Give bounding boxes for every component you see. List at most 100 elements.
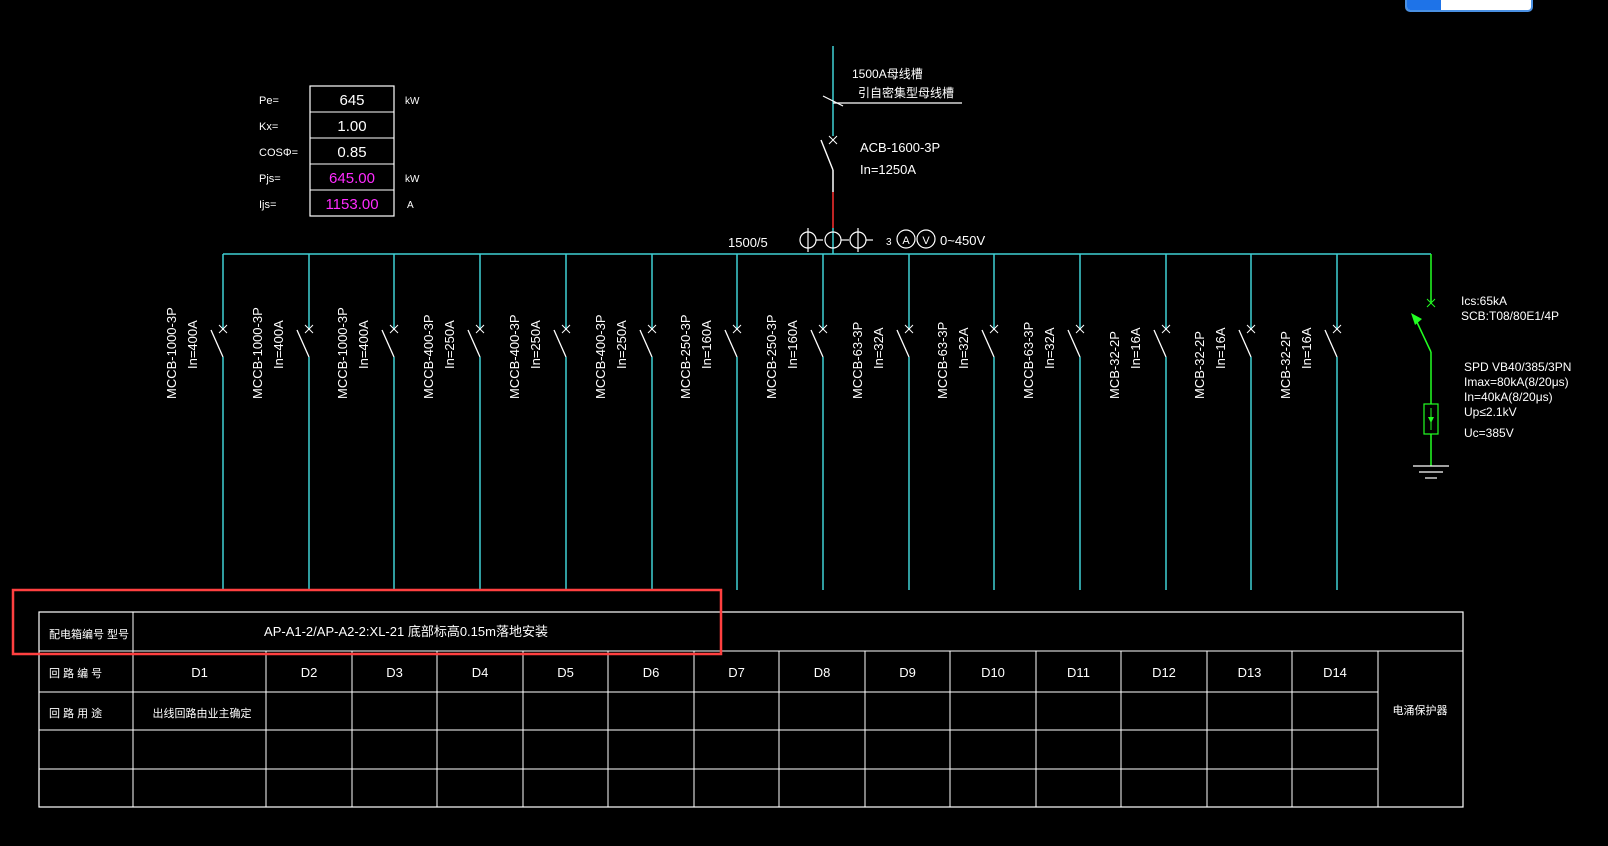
circuit-id-D7: D7: [728, 665, 745, 680]
breaker-contact: [724, 329, 738, 358]
feeder-breaker-rating: In=160A: [785, 320, 800, 369]
feeder-2: MCCB-1000-3P In=400A: [250, 254, 314, 590]
first-circuit-use: 出线回路由业主确定: [153, 706, 252, 720]
chip-accent: [1407, 0, 1441, 10]
busway-source-label: 引自密集型母线槽: [858, 85, 954, 100]
param-box: [309, 85, 395, 217]
current-transformers: [799, 228, 873, 252]
acb-contact: [820, 139, 834, 171]
circuit-use-label: 回 路 用 途: [49, 706, 102, 720]
circuit-id-D6: D6: [643, 665, 660, 680]
circuit-table: 配电箱编号 型号 AP-A1-2/AP-A2-2:XL-21 底部标高0.15m…: [38, 611, 1464, 808]
breaker-contact: [381, 329, 395, 358]
circuit-id-D2: D2: [301, 665, 318, 680]
circuit-id-D4: D4: [472, 665, 489, 680]
feeder-9: MCCB-63-3P In=32A: [850, 254, 914, 590]
feeder-breaker-rating: In=250A: [614, 320, 629, 369]
circuit-number-label: 回 路 编 号: [49, 666, 102, 680]
panel-id-label: 配电箱编号 型号: [49, 627, 129, 641]
param-label-cos: COSΦ=: [259, 147, 298, 159]
breaker-contact: [1238, 329, 1252, 358]
feeder-breaker-model: MCCB-63-3P: [1021, 322, 1036, 399]
circuit-id-D1: D1: [191, 665, 208, 680]
spd-line-5: Uc=385V: [1464, 426, 1514, 440]
feeder-breaker-rating: In=32A: [956, 327, 971, 369]
feeder-13: MCB-32-2P In=16A: [1192, 254, 1256, 590]
highlight-box: [11, 588, 723, 656]
param-value-kx: 1.00: [337, 118, 366, 135]
param-label-kx: Kx=: [259, 121, 278, 133]
ammeter-letter: A: [902, 235, 910, 247]
panel-id-value: AP-A1-2/AP-A2-2:XL-21 底部标高0.15m落地安装: [264, 624, 548, 639]
param-unit-ijs: A: [407, 200, 414, 211]
circuit-id-D5: D5: [557, 665, 574, 680]
voltmeter-letter: V: [922, 235, 930, 247]
voltmeter-icon: [916, 229, 936, 249]
busway-tick: [822, 95, 844, 107]
feeder-8: MCCB-250-3P In=160A: [764, 254, 828, 590]
spd-ics: Ics:65kA: [1461, 294, 1507, 308]
feeder-breaker-model: MCCB-250-3P: [764, 314, 779, 399]
param-value-ijs: 1153.00: [325, 196, 378, 213]
scb-arrow-icon: [1411, 313, 1422, 325]
param-label-ijs: Ijs=: [259, 199, 276, 211]
breaker-contact: [981, 329, 995, 358]
circuit-id-D3: D3: [386, 665, 403, 680]
feeder-breaker-rating: In=32A: [871, 327, 886, 369]
feeder-breaker-model: MCCB-63-3P: [935, 322, 950, 399]
breaker-contact: [1153, 329, 1167, 358]
feeder-breaker-rating: In=160A: [699, 320, 714, 369]
acb-model: ACB-1600-3P: [860, 140, 940, 155]
breaker-contact: [810, 329, 824, 358]
feeder-breaker-rating: In=16A: [1213, 327, 1228, 369]
circuit-id-D11: D11: [1067, 665, 1090, 680]
spd-line-4: Up≤2.1kV: [1464, 405, 1517, 419]
feeder-breaker-rating: In=250A: [528, 320, 543, 369]
parameter-block: Pe= Kx= COSΦ= Pjs= Ijs= 645 1.00 0.85 64…: [259, 85, 420, 217]
feeder-breaker-model: MCCB-1000-3P: [164, 307, 179, 399]
param-value-pjs: 645.00: [329, 170, 375, 187]
feeder-10: MCCB-63-3P In=32A: [935, 254, 999, 590]
feeder-breaker-model: MCCB-1000-3P: [250, 307, 265, 399]
ammeter-icon: [896, 229, 916, 249]
feeder-breaker-rating: In=400A: [271, 320, 286, 369]
breaker-contact: [210, 329, 224, 358]
breaker-contact: [896, 329, 910, 358]
param-unit-pjs: kW: [405, 174, 420, 185]
ct-ratio: 1500/5: [728, 235, 768, 250]
spd-branch: Ics:65kA SCB:T08/80E1/4P SPD VB40/385/3P…: [1411, 254, 1571, 479]
param-value-cos: 0.85: [337, 144, 366, 161]
circuit-id-D14: D14: [1323, 665, 1347, 680]
spd-table-cell: 电涌保护器: [1393, 703, 1448, 717]
feeder-breaker-rating: In=16A: [1299, 327, 1314, 369]
feeder-breaker-rating: In=400A: [356, 320, 371, 369]
spd-line-2: Imax=80kA(8/20μs): [1464, 375, 1569, 389]
feeder-breaker-model: MCCB-400-3P: [421, 314, 436, 399]
volt-range: 0~450V: [940, 233, 986, 248]
breaker-contact: [553, 329, 567, 358]
breaker-contact: [467, 329, 481, 358]
spd-scb: SCB:T08/80E1/4P: [1461, 309, 1559, 323]
breaker-contact: [639, 329, 653, 358]
breaker-contact: [296, 329, 310, 358]
table-columns: [265, 651, 1379, 807]
table-frame: [38, 611, 1464, 808]
feeder-breaker-model: MCCB-63-3P: [850, 322, 865, 399]
toolbar-chip[interactable]: [1405, 0, 1533, 12]
breaker-contact: [1067, 329, 1081, 358]
circuit-id-D12: D12: [1152, 665, 1176, 680]
param-label-pjs: Pjs=: [259, 173, 281, 185]
feeder-breaker-rating: In=32A: [1042, 327, 1057, 369]
feeder-breaker-model: MCB-32-2P: [1192, 331, 1207, 399]
feeder-breaker-model: MCB-32-2P: [1107, 331, 1122, 399]
param-value-pe: 645: [339, 92, 364, 109]
feeder-circuits: MCCB-1000-3P In=400A MCCB-1000-3P In=400A MC…: [164, 254, 1342, 590]
spd-line-1: SPD VB40/385/3PN: [1464, 360, 1571, 374]
